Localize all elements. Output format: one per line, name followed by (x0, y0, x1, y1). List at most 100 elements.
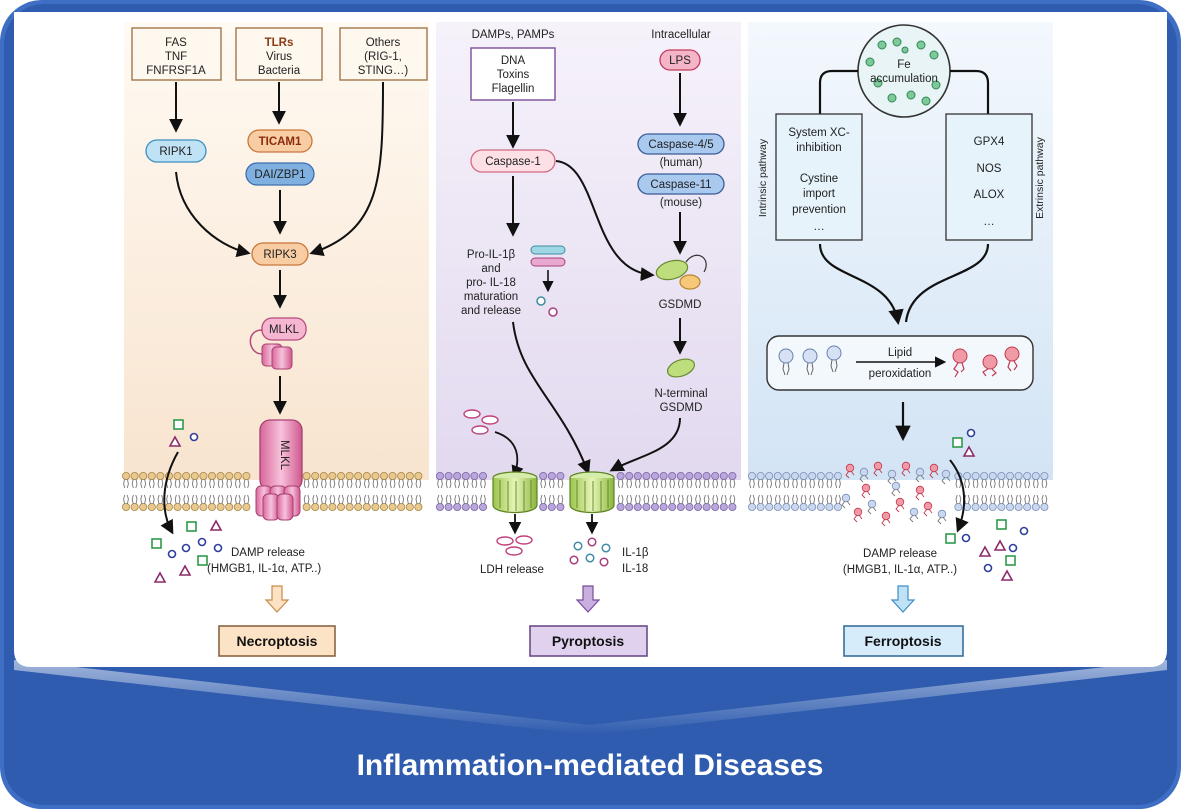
necro-damp-release: DAMP release (231, 547, 305, 559)
arrow-il-pore (512, 321, 591, 475)
intrinsic-pathway-label: Intrinsic pathway (757, 138, 769, 217)
intrinsic-line2: inhibition (796, 142, 841, 154)
pyro-down-arrow (575, 585, 601, 613)
gsdmd-protein (655, 254, 707, 290)
ripk1-label: RIPK1 (159, 146, 192, 158)
trigger-fas-line1: FAS (165, 37, 187, 49)
fe-line2: accumulation (870, 73, 938, 85)
extrinsic-line3: ALOX (974, 189, 1005, 201)
extrinsic-line2: NOS (977, 163, 1002, 175)
caspase1-node (470, 149, 556, 173)
intrinsic-line1: System XC- (788, 127, 850, 139)
lps-node (659, 49, 701, 71)
intrinsic-line3: Cystine (800, 173, 838, 185)
extrinsic-line4: … (983, 216, 995, 228)
damps-box (470, 47, 556, 101)
pyroptosis-title-box (529, 625, 648, 657)
connector-fe-intrinsic (818, 69, 858, 114)
banner-title: Inflammation-mediated Diseases (357, 749, 824, 782)
damps-pamps-label: DAMPs, PAMPs (472, 29, 555, 41)
necro-down-arrow (264, 585, 290, 613)
ferro-down-arrow (890, 585, 916, 613)
caspase11-label: Caspase-11 (650, 179, 711, 191)
il-line4: maturation (464, 291, 518, 303)
mlkl-pore: MLKL (255, 419, 303, 521)
nterm-line2: GSDMD (660, 402, 703, 414)
intrinsic-box (775, 113, 863, 241)
ferro-damp-detail: (HMGB1, IL-1α, ATP..) (843, 564, 957, 576)
extrinsic-pathway-label: Extrinsic pathway (1034, 136, 1046, 218)
lipid-line1: Lipid (888, 347, 912, 359)
fe-line1: Fe (897, 59, 910, 71)
intrinsic-line5: prevention (792, 204, 846, 216)
caspase11-node (637, 173, 725, 195)
gsdmd-pore-left (492, 471, 538, 514)
lipid-normal (778, 345, 842, 376)
ticam1-node (247, 129, 313, 153)
intrinsic-line4: import (803, 188, 836, 200)
mouse-label: (mouse) (660, 197, 702, 209)
necro-damp-molecules (151, 419, 223, 583)
ferro-damp-release: DAMP release (863, 548, 937, 560)
arrow-intrinsic-lipid (818, 243, 904, 326)
arrow-necro-damp-out (160, 451, 179, 535)
trigger-box-others (339, 27, 428, 81)
ferroptosis-section: Fe accumulation System XC- inhibition Cy… (757, 24, 1046, 657)
ripk3-node (251, 242, 309, 266)
caspase45-node (637, 133, 725, 155)
lipid-peroxidized (952, 346, 1020, 378)
ticam1-label: TICAM1 (259, 136, 302, 148)
extrinsic-box (945, 113, 1033, 241)
damps-box-line1: DNA (501, 55, 526, 67)
ferroptosis-title-box (843, 625, 964, 657)
caspase1-label: Caspase-1 (485, 156, 541, 168)
pyroptosis-section: DAMPs, PAMPs DNA Toxins Flagellin Intrac… (461, 29, 725, 657)
mlkl-protein: MLKL (249, 317, 307, 370)
mlkl-pore-label: MLKL (278, 440, 290, 471)
pyroptosis-title: Pyroptosis (552, 633, 625, 649)
lps-label: LPS (669, 55, 691, 67)
ldh-molecules-bottom (496, 535, 533, 556)
trigger-others-line3: STING…) (358, 65, 409, 77)
trigger-tlrs-line2: Virus (266, 51, 292, 63)
damps-box-line3: Flagellin (492, 83, 535, 95)
il-line1: Pro-IL-1β (467, 249, 516, 261)
trigger-fas-line3: FNFRSF1A (146, 65, 206, 77)
dai-label: DAI/ZBP1 (254, 169, 305, 181)
trigger-others-line2: (RIG-1, (364, 51, 402, 63)
intrinsic-line6: … (813, 221, 825, 233)
arrow-extrinsic-lipid (904, 243, 990, 323)
membrane-ferroptosis (747, 461, 1049, 527)
trigger-tlrs-line1: TLRs (265, 37, 294, 49)
il-line5: and release (461, 305, 521, 317)
ripk3-label: RIPK3 (263, 249, 296, 261)
caspase45-label: Caspase-4/5 (648, 139, 713, 151)
il-line3: pro- IL-18 (466, 277, 516, 289)
arrow-others-ripk3 (309, 81, 384, 257)
arrow-ripk1-ripk3 (175, 171, 251, 258)
nterm-protein (666, 358, 696, 378)
connector-fe-extrinsic (950, 69, 990, 114)
pro-il-molecules (530, 245, 566, 317)
trigger-others-line1: Others (366, 37, 401, 49)
necro-damp-detail: (HMGB1, IL-1α, ATP..) (207, 563, 321, 575)
il-line2: and (481, 263, 500, 275)
ripk1-node (145, 139, 207, 163)
necroptosis-title: Necroptosis (237, 633, 318, 649)
gsdmd-label: GSDMD (659, 299, 702, 311)
damps-box-line2: Toxins (497, 69, 530, 81)
trigger-fas-line2: TNF (165, 51, 187, 63)
dai-node (245, 162, 315, 186)
ferroptosis-title: Ferroptosis (864, 633, 941, 649)
lipid-line2: peroxidation (869, 368, 932, 380)
trigger-box-tlrs (235, 27, 323, 81)
nterm-line1: N-terminal (654, 388, 707, 400)
ldh-molecules-top (463, 409, 499, 435)
il18-label: IL-18 (622, 563, 648, 575)
arrow-nterm-pore (609, 417, 681, 472)
il-molecules (569, 537, 611, 567)
necroptosis-title-box (218, 625, 336, 657)
gsdmd-pore-right (569, 471, 615, 514)
extrinsic-line1: GPX4 (974, 136, 1005, 148)
human-label: (human) (660, 157, 703, 169)
